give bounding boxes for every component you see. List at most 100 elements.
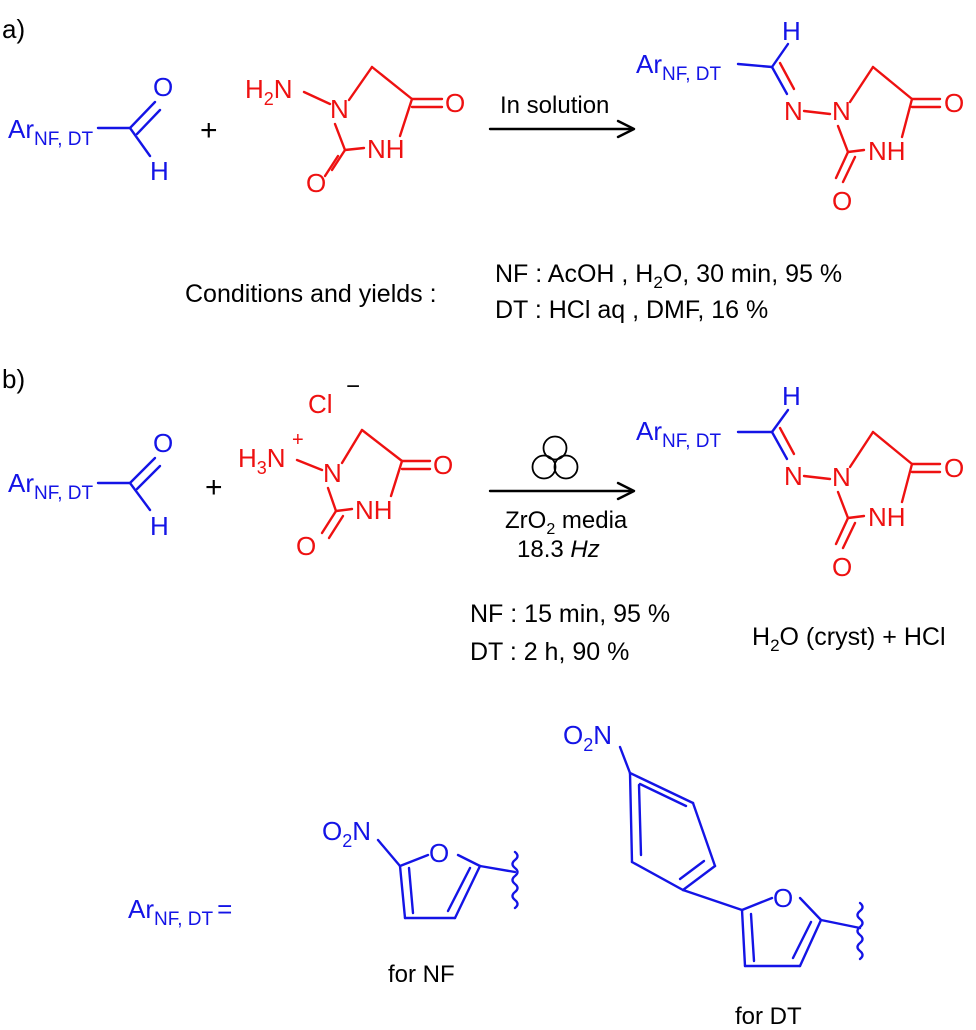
bond: [398, 853, 430, 868]
aminohydantoin-a: H2N N O NH O: [245, 65, 465, 198]
bond: [802, 109, 832, 116]
carbonyl-o: O: [153, 428, 173, 458]
bond: [802, 474, 832, 481]
media-label: ZrO2 media: [505, 507, 628, 538]
carbonyl-bond: [330, 148, 347, 172]
bond: [398, 97, 414, 138]
ammonium-label: H3N: [238, 443, 286, 478]
ring-o: O: [832, 552, 852, 582]
bond: [900, 97, 914, 139]
carbonyl-bond: [834, 150, 850, 180]
bond: [836, 490, 850, 520]
ring-nh: NH: [355, 495, 393, 525]
bond: [836, 124, 850, 154]
attachment-point: [511, 850, 519, 910]
for-nf-label: for NF: [388, 961, 455, 988]
part-a-label: a): [2, 14, 25, 44]
bond: [407, 866, 415, 915]
ring-nh: NH: [868, 136, 906, 166]
imine-bond: [778, 426, 796, 456]
product-a: ArNF, DT H N N O NH O: [636, 16, 964, 216]
nitrophenylfuryl-structure: O2N O: [563, 720, 864, 968]
bond: [376, 838, 402, 868]
furan-o: O: [429, 838, 449, 868]
bond: [798, 896, 823, 922]
bond: [453, 864, 482, 920]
bond: [681, 888, 744, 912]
ring-o: O: [944, 453, 964, 483]
bond: [628, 771, 695, 805]
bond: [848, 65, 875, 104]
plus-charge: +: [292, 429, 304, 451]
nitro-label: O2N: [563, 720, 612, 755]
bond: [846, 514, 866, 520]
imine-bond: [770, 65, 789, 96]
carbonyl-bond: [135, 464, 162, 491]
bond: [128, 126, 152, 158]
ring-nh: NH: [367, 134, 405, 164]
conditions-title: Conditions and yields :: [185, 280, 437, 308]
plus-sign: +: [205, 471, 223, 504]
bond: [871, 65, 914, 101]
ring-o: O: [306, 168, 326, 198]
nitrofuryl-structure: O2N O: [322, 816, 519, 920]
imine-bond: [778, 61, 796, 91]
ar-label: ArNF, DT: [636, 49, 722, 85]
bond: [770, 408, 790, 434]
bond: [871, 430, 914, 466]
bond: [630, 860, 685, 892]
byproduct-label: H2O (cryst) + HCl: [752, 623, 946, 655]
bond: [628, 771, 634, 864]
ar-label: ArNF, DT: [8, 468, 94, 504]
imine-n: N: [784, 96, 803, 126]
bond: [681, 864, 717, 892]
imine-h: H: [782, 16, 801, 46]
chloride: Cl: [308, 389, 333, 419]
bond: [456, 853, 482, 868]
conditions-nf-b: NF : 15 min, 95 %: [470, 600, 670, 628]
furan-o: O: [773, 883, 793, 913]
bond: [848, 430, 875, 469]
nitro-label: O2N: [322, 816, 371, 851]
carbonyl-bond: [323, 154, 340, 178]
bond: [478, 864, 517, 874]
bond: [819, 918, 862, 930]
bond: [340, 428, 364, 465]
carbonyl-bond: [128, 456, 157, 485]
ring-o: O: [296, 531, 316, 561]
carbonyl-o: O: [153, 72, 173, 102]
bond: [736, 62, 774, 69]
ring-n: N: [330, 94, 349, 124]
conditions-dt-a: DT : HCl aq , DMF, 16 %: [495, 296, 768, 324]
imine-bond: [770, 430, 789, 461]
ring-nh: NH: [868, 502, 906, 532]
bond: [637, 783, 643, 857]
aldehyde-h: H: [150, 511, 169, 541]
carbonyl-bond: [135, 108, 162, 136]
bond: [691, 801, 717, 868]
bond: [791, 920, 813, 960]
ar-definition-label: ArNF, DT=: [128, 894, 232, 930]
bond: [770, 42, 790, 69]
conditions-dt-b: DT : 2 h, 90 %: [470, 638, 629, 666]
carbonyl-bond: [327, 514, 345, 540]
arrowhead: [616, 119, 636, 139]
ring-n: N: [323, 458, 342, 488]
bond: [846, 148, 866, 154]
bond: [398, 864, 407, 920]
amine-label: H2N: [245, 74, 293, 109]
ring-o: O: [445, 88, 465, 118]
bond: [343, 146, 366, 152]
part-b-label: b): [2, 364, 25, 394]
ring-o: O: [944, 88, 964, 118]
conditions-nf-a: NF : AcOH , H2O, 30 min, 95 %: [495, 260, 842, 292]
attachment-point: [856, 901, 864, 961]
ar-label: ArNF, DT: [8, 114, 94, 150]
carbonyl-bond: [841, 521, 857, 550]
ring-o: O: [433, 450, 453, 480]
bond: [360, 428, 404, 463]
aldehyde-b: ArNF, DT O H: [8, 428, 173, 541]
ring-o: O: [832, 186, 852, 216]
arrow-label-a: In solution: [500, 92, 609, 119]
aldehyde-h: H: [150, 156, 169, 186]
